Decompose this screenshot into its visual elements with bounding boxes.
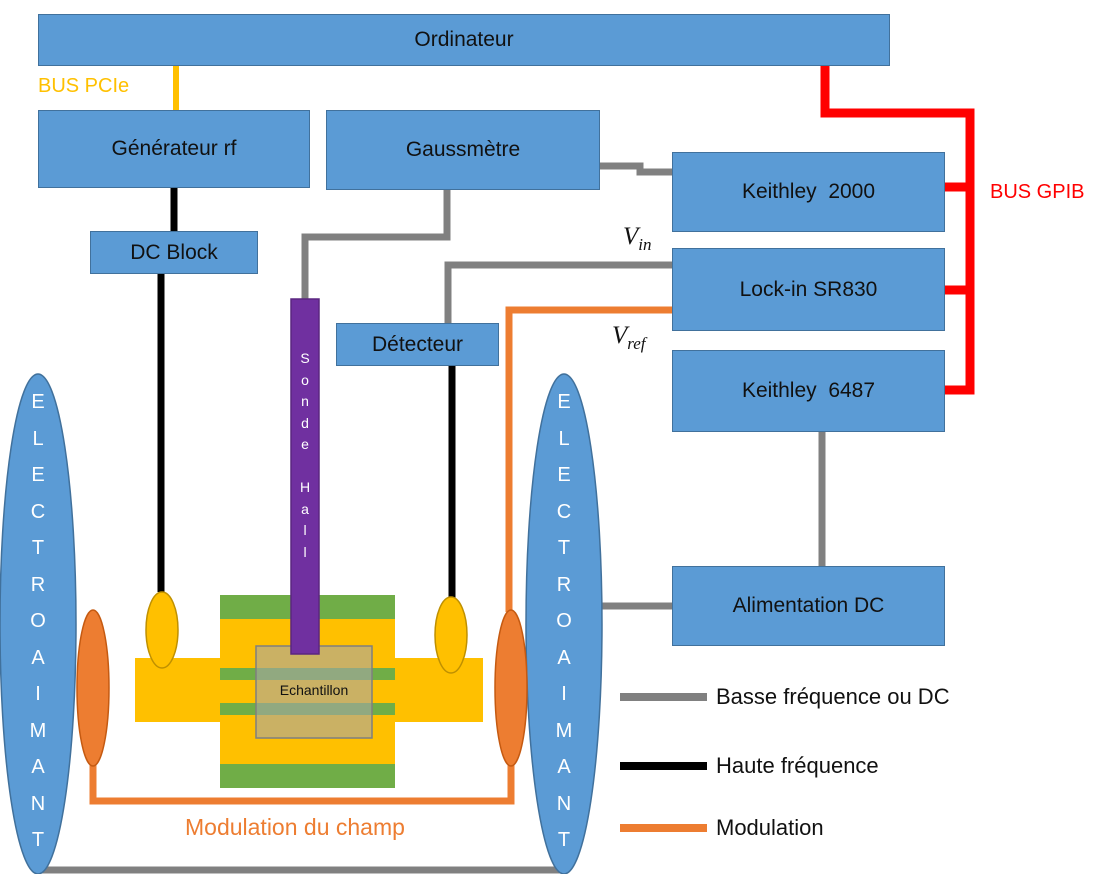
sample-region <box>255 645 373 739</box>
electromagnet-letter: N <box>556 792 572 815</box>
modulation-du-champ-label: Modulation du champ <box>185 814 405 840</box>
gpib-bus <box>820 66 975 395</box>
electromagnet-letter: I <box>35 683 41 705</box>
vin-subscript: in <box>638 235 652 254</box>
electromagnet-right <box>525 373 603 874</box>
electromagnet-letter: C <box>556 500 572 523</box>
electromagnet-letter: T <box>31 829 45 851</box>
bus-pcie-label: BUS PCIe <box>38 75 130 97</box>
hall-probe-letter: o <box>301 371 309 388</box>
electromagnet-letter: A <box>31 756 45 778</box>
electromagnet-left <box>0 373 77 874</box>
electromagnet-letter: L <box>32 427 44 450</box>
gaussmeter-hall-probe-wire <box>301 190 451 300</box>
modulation-coil-left <box>76 609 110 767</box>
alimentation-dc-box: Alimentation DC <box>672 566 945 646</box>
vref-subscript: ref <box>627 334 646 353</box>
hall-probe-letter: d <box>301 414 309 431</box>
electromagnet-letter: E <box>31 391 45 413</box>
hall-probe-letter: a <box>301 500 309 517</box>
electromagnet-letter: R <box>30 573 46 596</box>
electromagnet-letter: O <box>30 610 46 632</box>
electromagnet-letter: A <box>557 756 571 778</box>
ordinateur-box: Ordinateur <box>38 14 890 66</box>
electromagnet-letter: N <box>30 792 46 815</box>
high-frequency-wires <box>157 188 456 598</box>
vin-wire <box>444 261 672 324</box>
electromagnet-letter: A <box>557 646 571 669</box>
legend-label-low-frequency: Basse fréquence ou DC <box>716 684 950 709</box>
keithley-6487-box: Keithley 6487 <box>672 350 945 432</box>
electromagnet-letter: E <box>557 464 571 486</box>
hall-probe <box>290 298 320 655</box>
sample-label: Echantillon <box>279 682 349 698</box>
coil-modulation-wire <box>89 765 515 805</box>
hall-probe-letter: l <box>303 543 307 560</box>
dc-block-box: DC Block <box>90 231 258 274</box>
electromagnet-letter: C <box>30 500 46 523</box>
hall-probe-letter <box>303 456 307 478</box>
waveguide-arm-right <box>395 658 483 722</box>
vref-wire <box>505 306 672 612</box>
modulation-wires <box>89 306 672 805</box>
vref-label: Vref <box>612 322 646 354</box>
hall-probe-letter: l <box>303 522 307 538</box>
electromagnet-letter: T <box>557 829 571 851</box>
vref-base: V <box>612 322 628 349</box>
antenna-right <box>434 596 468 674</box>
electromagnet-letter: E <box>31 464 45 486</box>
hall-probe-letter: n <box>301 393 309 409</box>
electromagnet-letter: L <box>558 427 570 450</box>
electromagnet-letter: T <box>557 537 571 559</box>
keithley-2000-box: Keithley 2000 <box>672 152 945 232</box>
sample-stack-bottom-green <box>220 764 395 788</box>
low-frequency-wires <box>38 162 826 874</box>
gaussmetre-box: Gaussmètre <box>326 110 600 190</box>
modulation-coil-right <box>494 609 528 767</box>
gaussmeter-keithley2000-wire <box>600 162 672 176</box>
hall-probe-letter: S <box>300 350 310 366</box>
legend-label-high-frequency: Haute fréquence <box>716 753 879 778</box>
electromagnet-letter: I <box>561 683 567 705</box>
electromagnet-letter: R <box>556 573 572 596</box>
electromagnet-letter: E <box>557 391 571 413</box>
vin-base: V <box>623 223 639 250</box>
hall-probe-letter: e <box>301 436 309 452</box>
electromagnet-letter: A <box>31 646 45 669</box>
generateur-rf-box: Générateur rf <box>38 110 310 188</box>
lockin-sr830-box: Lock-in SR830 <box>672 248 945 331</box>
vin-label: Vin <box>623 223 652 255</box>
gpib-trunk <box>820 66 975 395</box>
hall-probe-letter: H <box>299 479 311 495</box>
electromagnet-letter: M <box>555 719 573 742</box>
electromagnet-letter: M <box>29 719 47 742</box>
waveguide-arm-left <box>135 658 220 722</box>
detecteur-box: Détecteur <box>336 323 499 366</box>
bus-gpib-label: BUS GPIB <box>990 181 1085 203</box>
antenna-left <box>145 591 179 669</box>
electromagnet-letter: T <box>31 537 45 559</box>
electromagnet-letter: O <box>556 610 572 632</box>
legend-label-modulation: Modulation <box>716 815 824 840</box>
